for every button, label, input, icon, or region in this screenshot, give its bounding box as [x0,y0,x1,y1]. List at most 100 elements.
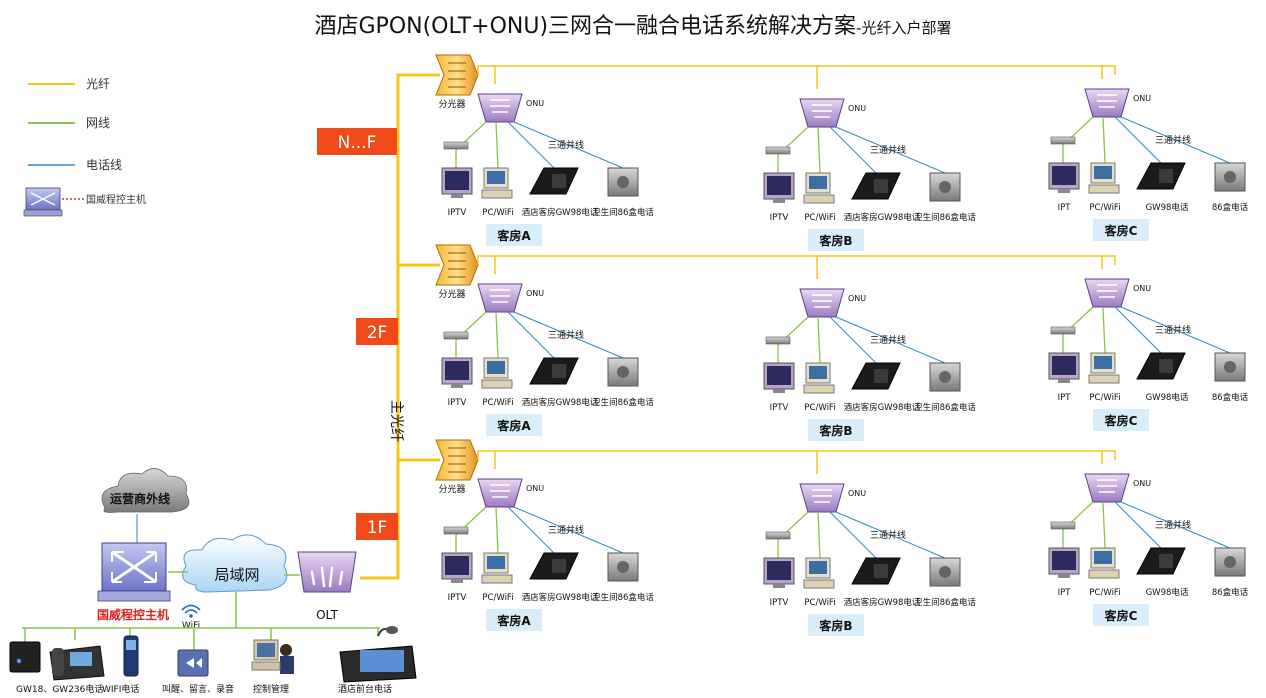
device-label: PC/WiFi [804,213,835,223]
device-label: 酒店客房GW98电话 [522,397,599,408]
device-label: PC/WiFi [1089,393,1120,403]
pbx-host: 国威程控主机 [97,542,171,622]
floor-tag-label: N...F [338,133,377,153]
splitter-label: 分光器 [438,288,465,300]
line-label: 三通并线 [548,139,584,151]
room-tag-label: 客房A [496,228,531,243]
line-label: 三通并线 [1155,134,1191,146]
onu-icon: ONU [1084,88,1151,118]
device-label: IPTV [448,398,467,408]
device-label: GW98电话 [1146,392,1189,403]
onu-icon: ONU [1084,473,1151,503]
wifi-phone-icon [123,635,139,677]
lan-cloud: 局域网 [182,534,288,593]
core-equipment: 运营商外线 国威程控主机 局域网 OLT WiFi [9,468,417,695]
page-title: 酒店GPON(OLT+ONU)三网合一融合电话系统解决方案-光纤入户部署 [0,8,1266,40]
guest-phone-icon [529,167,579,195]
device-label: 卫生间86盒电话 [914,402,976,413]
device-label: GW98电话 [1146,587,1189,598]
splitter-label: 分光器 [438,483,465,495]
pc-icon [1088,352,1120,384]
olt-label: OLT [316,608,338,622]
device-label: 卫生间86盒电话 [914,212,976,223]
legend-host-icon [23,187,63,217]
guest-phone-icon [529,357,579,385]
legend-host: 国威程控主机 [86,193,146,206]
pc-icon [803,172,835,204]
tv-icon [1048,162,1080,193]
room-tag: 客房C [1093,219,1149,241]
title-sub: -光纤入户部署 [856,19,952,37]
gw18-phone-icon [9,641,41,673]
wifi-icon: WiFi [181,604,201,631]
onu-label: ONU [848,294,866,303]
device-label: IPT [1058,203,1072,213]
room-tag-label: 客房A [496,418,531,433]
stb-icon [1050,521,1076,530]
room-tag: 客房B [808,614,864,636]
device-label: IPT [1058,393,1072,403]
pc-icon [1088,162,1120,194]
stb-icon [765,531,791,540]
bathroom-phone-icon [929,172,961,202]
device-label: IPTV [770,213,789,223]
guest-phone-icon [851,557,901,585]
device-label: PC/WiFi [804,403,835,413]
stb-icon [765,336,791,345]
tv-icon [441,357,473,388]
stb-icon [765,146,791,155]
room-tag-label: 客房B [818,423,852,438]
device-label: 酒店客房GW98电话 [522,207,599,218]
floor-tag: 2F [356,318,398,345]
device-label: IPTV [770,598,789,608]
pc-icon [803,557,835,589]
line-label: 三通并线 [548,329,584,341]
title-main: 酒店GPON(OLT+ONU)三网合一融合电话系统解决方案 [314,14,857,39]
device-label: 86盒电话 [1212,202,1249,213]
terminal-labels: GW18、GW236电话 WIFI电话 叫醒、留言、录音 控制管理 酒店前台电话 [16,683,392,695]
terminal-label-wifi-phone: WIFI电话 [102,683,139,695]
device-label: PC/WiFi [482,593,513,603]
onu-icon: ONU [1084,278,1151,308]
room-tag-label: 客房B [818,233,852,248]
stb-icon [1050,326,1076,335]
device-label: 卫生间86盒电话 [592,207,654,218]
isp-cloud: 运营商外线 [101,468,190,513]
line-label: 三通并线 [870,144,906,156]
legend: 光纤 网线 电话线 国威程控主机 [23,77,146,217]
room-tag-label: 客房C [1104,223,1138,238]
room-tag-label: 客房A [496,613,531,628]
device-label: IPTV [448,593,467,603]
bathroom-phone-icon [929,557,961,587]
line-label: 三通并线 [870,334,906,346]
tv-icon [441,167,473,198]
gw236-phone-icon [49,645,105,681]
pc-icon [481,357,513,389]
guest-phone-icon [1136,547,1186,575]
splitter-icon: 分光器 [435,439,479,495]
room-tag: 客房C [1093,604,1149,626]
pc-icon [1088,547,1120,579]
room-tag: 客房C [1093,409,1149,431]
pc-icon [481,552,513,584]
room-tag-label: 客房C [1104,413,1138,428]
floor-2: 2F 分光器 ONU 三通并线 IPTV PC/WiFi 酒店客房GW98电话 卫生间86盒电… [356,244,1249,441]
stb-icon [443,141,469,150]
terminal-label-front-desk: 酒店前台电话 [338,683,392,695]
onu-icon: ONU [477,283,544,313]
stb-icon [1050,136,1076,145]
onu-label: ONU [1133,479,1151,488]
tv-icon [763,172,795,203]
device-label: IPTV [448,208,467,218]
bathroom-phone-icon [1214,352,1246,382]
terminal-label-gw-phones: GW18、GW236电话 [16,683,103,695]
room-tag: 客房B [808,229,864,251]
onu-label: ONU [848,489,866,498]
stb-icon [443,526,469,535]
